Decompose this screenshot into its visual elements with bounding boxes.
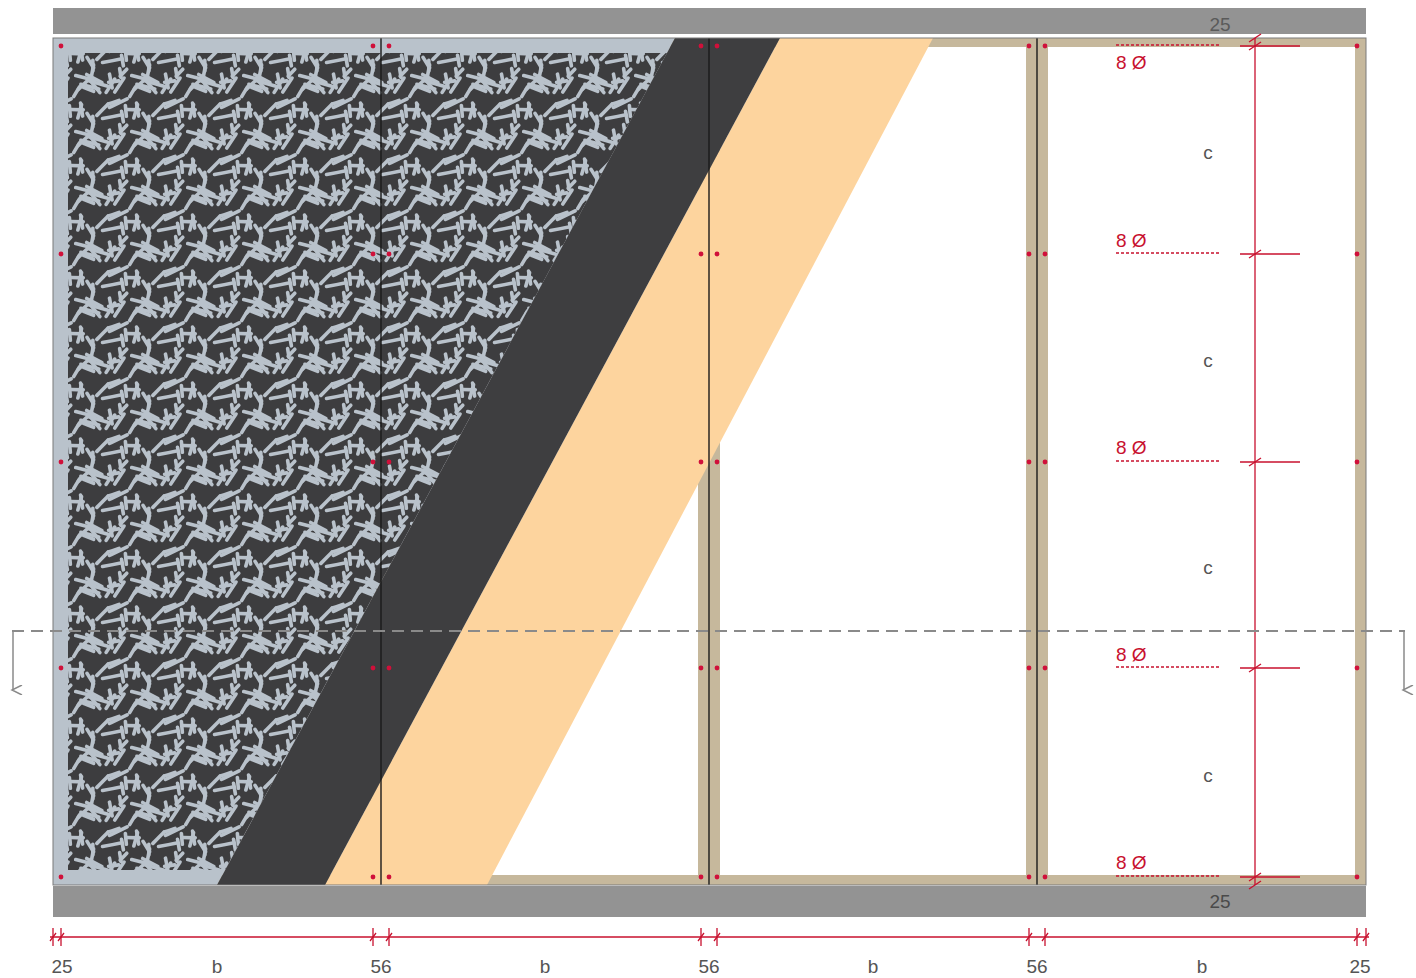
top-bar [53,8,1366,34]
fixing-diameter: 8 Ø [1116,853,1147,872]
fixing-diameter: 8 Ø [1116,645,1147,664]
dimension-value: 25 [1209,15,1230,34]
fixing-points [59,44,1360,880]
bottom-bar [53,886,1366,917]
section-line [12,630,1405,632]
fixing-diameter: 8 Ø [1116,438,1147,457]
fixing-diameter: 8 Ø [1116,231,1147,250]
dark-band [217,38,780,885]
vertical-dimension [1116,34,1300,889]
panel-face [1048,47,1355,875]
panel-joints [381,38,1037,885]
section-arrow [1403,631,1405,690]
dimension-value: 25 [51,957,72,976]
section-arrow [12,631,14,690]
dimension-value: 56 [370,957,391,976]
dimension-value: b [1197,957,1208,976]
spacing-value: c [1203,143,1213,162]
dimension-value: 25 [1349,957,1370,976]
dimension-value: b [212,957,223,976]
wall-outline [53,38,1366,885]
panel-frame [1037,38,1366,885]
dimension-value: 25 [1209,892,1230,911]
spacing-value: c [1203,766,1213,785]
dimension-value: b [540,957,551,976]
dimension-value: b [868,957,879,976]
dimension-value: 56 [1026,957,1047,976]
spacing-value: c [1203,558,1213,577]
fixing-diameter: 8 Ø [1116,53,1147,72]
spacing-value: c [1203,351,1213,370]
horizontal-dimension [50,928,1369,946]
dimension-value: 56 [698,957,719,976]
